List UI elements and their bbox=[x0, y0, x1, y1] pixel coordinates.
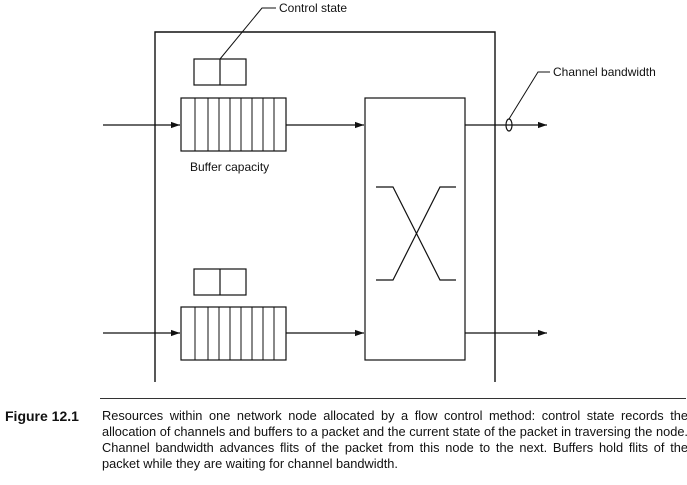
caption-text: Resources within one network node alloca… bbox=[102, 408, 687, 471]
buffer-capacity-label: Buffer capacity bbox=[190, 160, 269, 174]
channel-bandwidth-label: Channel bandwidth bbox=[553, 65, 656, 79]
caption-rule bbox=[100, 398, 686, 399]
figure-caption: Figure 12.1 Resources within one network… bbox=[0, 398, 687, 485]
flow-control-diagram: Control state Channel bandwidth Buffer c… bbox=[103, 1, 656, 382]
control-state-label: Control state bbox=[279, 1, 347, 15]
control-state-top bbox=[193, 58, 247, 86]
control-state-bottom bbox=[193, 268, 247, 296]
input-buffer-top bbox=[180, 97, 287, 152]
control-state-leader bbox=[219, 7, 276, 60]
input-buffer-bottom bbox=[180, 306, 287, 361]
caption-label: Figure 12.1 bbox=[5, 408, 79, 424]
node-boundary bbox=[154, 31, 496, 382]
channel-bandwidth-leader bbox=[508, 71, 550, 120]
crossbar-switch bbox=[364, 97, 466, 361]
